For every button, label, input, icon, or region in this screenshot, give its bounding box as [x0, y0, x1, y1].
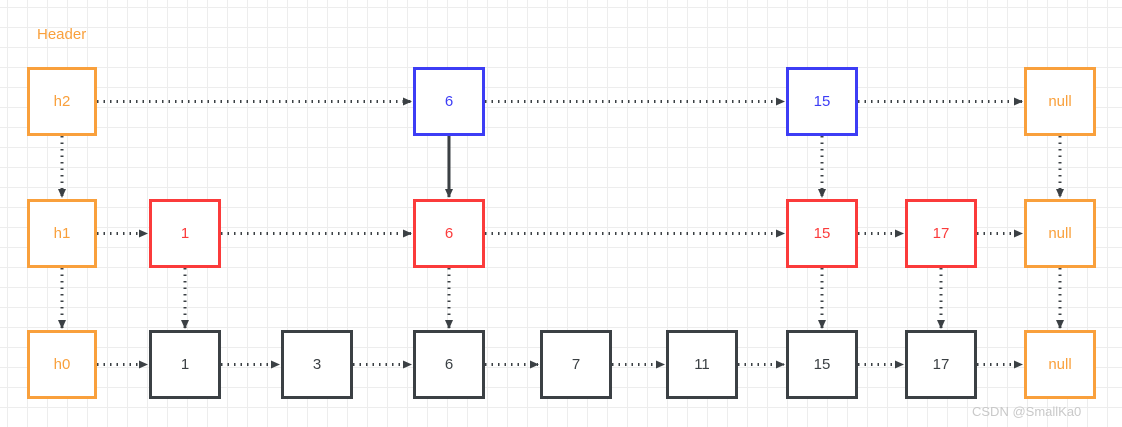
node-label: 15 — [813, 356, 831, 373]
node-t1-6[interactable]: 6 — [413, 199, 485, 268]
watermark: CSDN @SmallKa0 — [972, 404, 1082, 419]
node-label: null — [1048, 225, 1072, 242]
node-t0-15[interactable]: 15 — [786, 330, 858, 399]
node-label: 17 — [932, 356, 950, 373]
node-t0-1[interactable]: 1 — [149, 330, 221, 399]
node-label: 6 — [444, 225, 454, 242]
node-label: h1 — [53, 225, 71, 242]
node-h0[interactable]: h0 — [27, 330, 97, 399]
header-label: Header — [37, 26, 87, 43]
node-t0-11[interactable]: 11 — [666, 330, 738, 399]
node-label: 15 — [813, 93, 831, 110]
node-label: 17 — [932, 225, 950, 242]
node-t0-17[interactable]: 17 — [905, 330, 977, 399]
node-t2-null[interactable]: null — [1024, 67, 1096, 136]
node-label: null — [1048, 356, 1072, 373]
node-label: 1 — [180, 356, 190, 373]
node-t1-15[interactable]: 15 — [786, 199, 858, 268]
node-h1[interactable]: h1 — [27, 199, 97, 268]
node-label: h2 — [53, 93, 71, 110]
node-label: 3 — [312, 356, 322, 373]
node-label: null — [1048, 93, 1072, 110]
node-h2[interactable]: h2 — [27, 67, 97, 136]
node-t0-6[interactable]: 6 — [413, 330, 485, 399]
node-label: h0 — [53, 356, 71, 373]
node-t1-null[interactable]: null — [1024, 199, 1096, 268]
node-t1-1[interactable]: 1 — [149, 199, 221, 268]
node-label: 6 — [444, 356, 454, 373]
node-t0-7[interactable]: 7 — [540, 330, 612, 399]
node-label: 6 — [444, 93, 454, 110]
node-t2-6[interactable]: 6 — [413, 67, 485, 136]
node-label: 7 — [571, 356, 581, 373]
node-label: 11 — [694, 356, 710, 373]
node-label: 15 — [813, 225, 831, 242]
node-t0-3[interactable]: 3 — [281, 330, 353, 399]
node-t2-15[interactable]: 15 — [786, 67, 858, 136]
node-t0-null[interactable]: null — [1024, 330, 1096, 399]
node-label: 1 — [180, 225, 190, 242]
node-t1-17[interactable]: 17 — [905, 199, 977, 268]
